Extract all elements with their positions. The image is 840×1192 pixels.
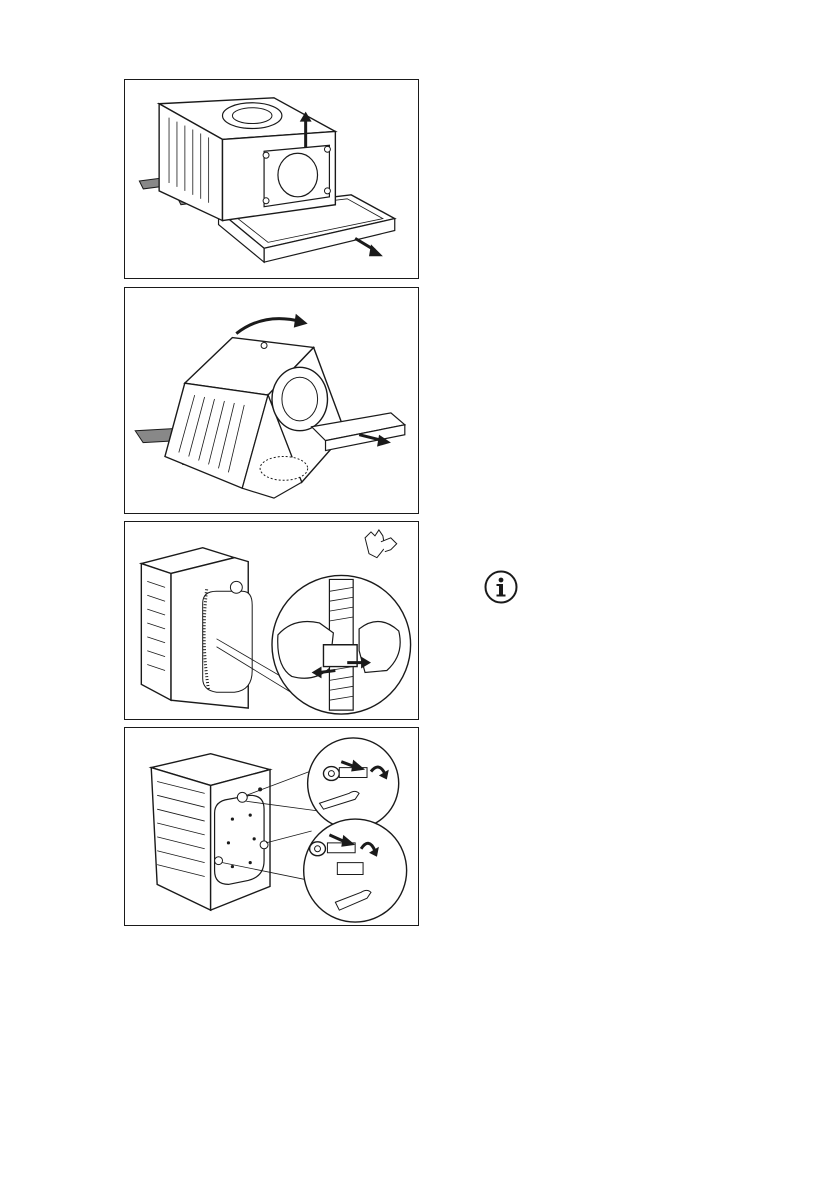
- pull-arrow-left: [320, 670, 336, 672]
- info-icon: [484, 570, 518, 604]
- illustration-hose-clip: [125, 522, 418, 719]
- figure-remove-packaging-base: [124, 79, 419, 279]
- machine-side: [151, 768, 210, 911]
- illustration-tilted-machine: [125, 288, 418, 513]
- illustration-machine-on-base: [125, 80, 418, 278]
- illustration-transit-bolts: [125, 728, 418, 925]
- figure-tilt-remove-polystyrene: [124, 287, 419, 514]
- detail-zoom-circle: [308, 738, 399, 829]
- transit-bolt: [237, 792, 247, 802]
- transit-bolt: [215, 857, 223, 865]
- tilt-arrow: [236, 319, 301, 334]
- gloves-icon: [365, 530, 397, 558]
- figure-remove-transit-bolts: [124, 727, 419, 926]
- transit-bolt: [260, 841, 268, 849]
- figure-remove-hose-clip: [124, 521, 419, 720]
- plastic-spacer: [337, 863, 363, 875]
